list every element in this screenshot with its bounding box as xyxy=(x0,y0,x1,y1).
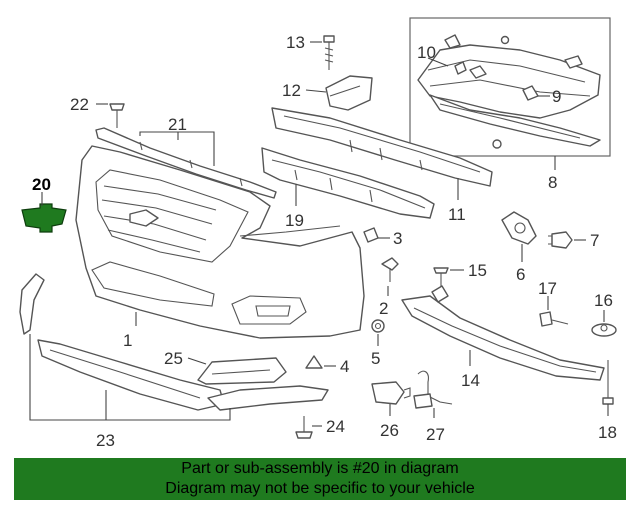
callout-11: 11 xyxy=(448,205,466,224)
bulb-7 xyxy=(548,231,573,249)
callout-18: 18 xyxy=(598,423,617,442)
callout-5: 5 xyxy=(371,349,380,368)
callout-8: 8 xyxy=(548,173,557,192)
bracket-12 xyxy=(325,75,373,111)
absorber-19 xyxy=(261,147,435,219)
pin-2 xyxy=(381,257,399,282)
callout-27: 27 xyxy=(426,425,445,444)
footer-line-1: Part or sub-assembly is #20 in diagram xyxy=(181,460,459,477)
socket-6 xyxy=(501,211,537,245)
callout-10: 10 xyxy=(417,43,436,62)
callout-2: 2 xyxy=(379,299,388,318)
callout-9: 9 xyxy=(552,87,561,106)
emblem-20-icon xyxy=(21,203,67,233)
bracket-14 xyxy=(401,285,605,381)
callout-1: 1 xyxy=(123,331,132,350)
sensor-26 xyxy=(371,381,411,405)
nut-16 xyxy=(591,323,617,337)
callout-15: 15 xyxy=(468,261,487,280)
callout-22: 22 xyxy=(70,95,89,114)
cover-25 xyxy=(197,357,287,385)
callout-25: 25 xyxy=(164,349,183,368)
harness-27 xyxy=(413,370,453,409)
clip-4 xyxy=(305,355,323,369)
callout-13: 13 xyxy=(286,33,305,52)
bolt-13 xyxy=(323,35,335,70)
strip-21 xyxy=(95,127,277,199)
callout-6: 6 xyxy=(516,265,525,284)
footer-banner: Part or sub-assembly is #20 in diagram D… xyxy=(14,458,626,500)
screw-24 xyxy=(295,416,313,439)
footer-line-2: Diagram may not be specific to your vehi… xyxy=(165,480,475,497)
callout-7: 7 xyxy=(590,231,599,250)
screw-15 xyxy=(433,267,449,290)
screw-22 xyxy=(109,103,125,128)
callout-19: 19 xyxy=(285,211,304,230)
callout-20: 20 xyxy=(32,175,51,194)
callout-21: 21 xyxy=(168,115,187,134)
clip-3 xyxy=(363,227,379,243)
callout-17: 17 xyxy=(538,279,557,298)
grommet-5 xyxy=(371,319,385,333)
bolt-18 xyxy=(602,360,614,405)
callout-14: 14 xyxy=(461,371,480,390)
molding-23 xyxy=(19,273,329,411)
bolt-17 xyxy=(539,311,569,327)
part-8-inset xyxy=(409,17,611,157)
callout-12: 12 xyxy=(282,81,301,100)
callout-26: 26 xyxy=(380,421,399,440)
callout-4: 4 xyxy=(340,357,349,376)
callout-3: 3 xyxy=(393,229,402,248)
fascia-1 xyxy=(75,145,365,339)
callout-23: 23 xyxy=(96,431,115,450)
callout-24: 24 xyxy=(326,417,345,436)
absorber-11 xyxy=(271,107,493,187)
callout-16: 16 xyxy=(594,291,613,310)
